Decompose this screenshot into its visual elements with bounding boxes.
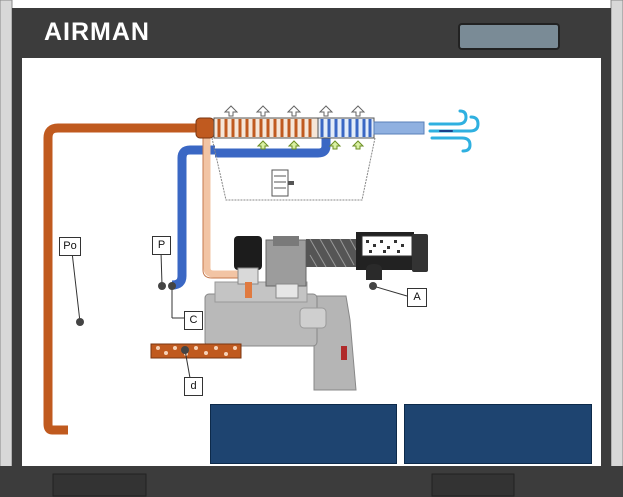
label-p: P — [152, 236, 171, 255]
legend-panel-right — [404, 404, 592, 464]
display-window — [458, 23, 560, 50]
leader-dots — [76, 282, 377, 354]
casing-right-post — [610, 0, 623, 497]
heat-exchanger — [195, 117, 425, 139]
leader-lines — [71, 251, 408, 379]
pipe-p-blue — [171, 145, 215, 290]
casing-right-inner — [601, 8, 611, 473]
legend-left-blue-arrows — [219, 409, 261, 421]
airflow-in-arrows — [256, 140, 365, 150]
brand-logo: AIRMAN — [44, 18, 150, 46]
bottom-vent-left — [52, 473, 147, 497]
label-c: C — [184, 311, 203, 330]
oil-element — [150, 343, 242, 359]
pipe-peach — [203, 136, 246, 278]
casing-left-inner — [12, 8, 22, 473]
label-po: Po — [59, 237, 81, 256]
casing-left-post — [0, 0, 13, 497]
legend-right-orange-arrows — [410, 437, 452, 449]
wind-icon — [428, 109, 480, 153]
legend-panel-left — [210, 404, 397, 464]
fan-icon — [271, 169, 294, 197]
label-d: d — [184, 377, 203, 396]
label-a: A — [407, 288, 427, 307]
airflow-up-arrows — [223, 105, 366, 117]
pipe-po-orange — [43, 123, 200, 435]
bottom-vent-right — [431, 473, 515, 497]
legend-right-green-arrows — [411, 410, 444, 426]
cooler-housing — [211, 137, 376, 201]
compressor-unit — [204, 232, 428, 391]
pipe-return-blue — [215, 132, 331, 158]
pipe-peach-outline — [202, 136, 246, 279]
legend-left-orange-arrows — [219, 437, 261, 449]
